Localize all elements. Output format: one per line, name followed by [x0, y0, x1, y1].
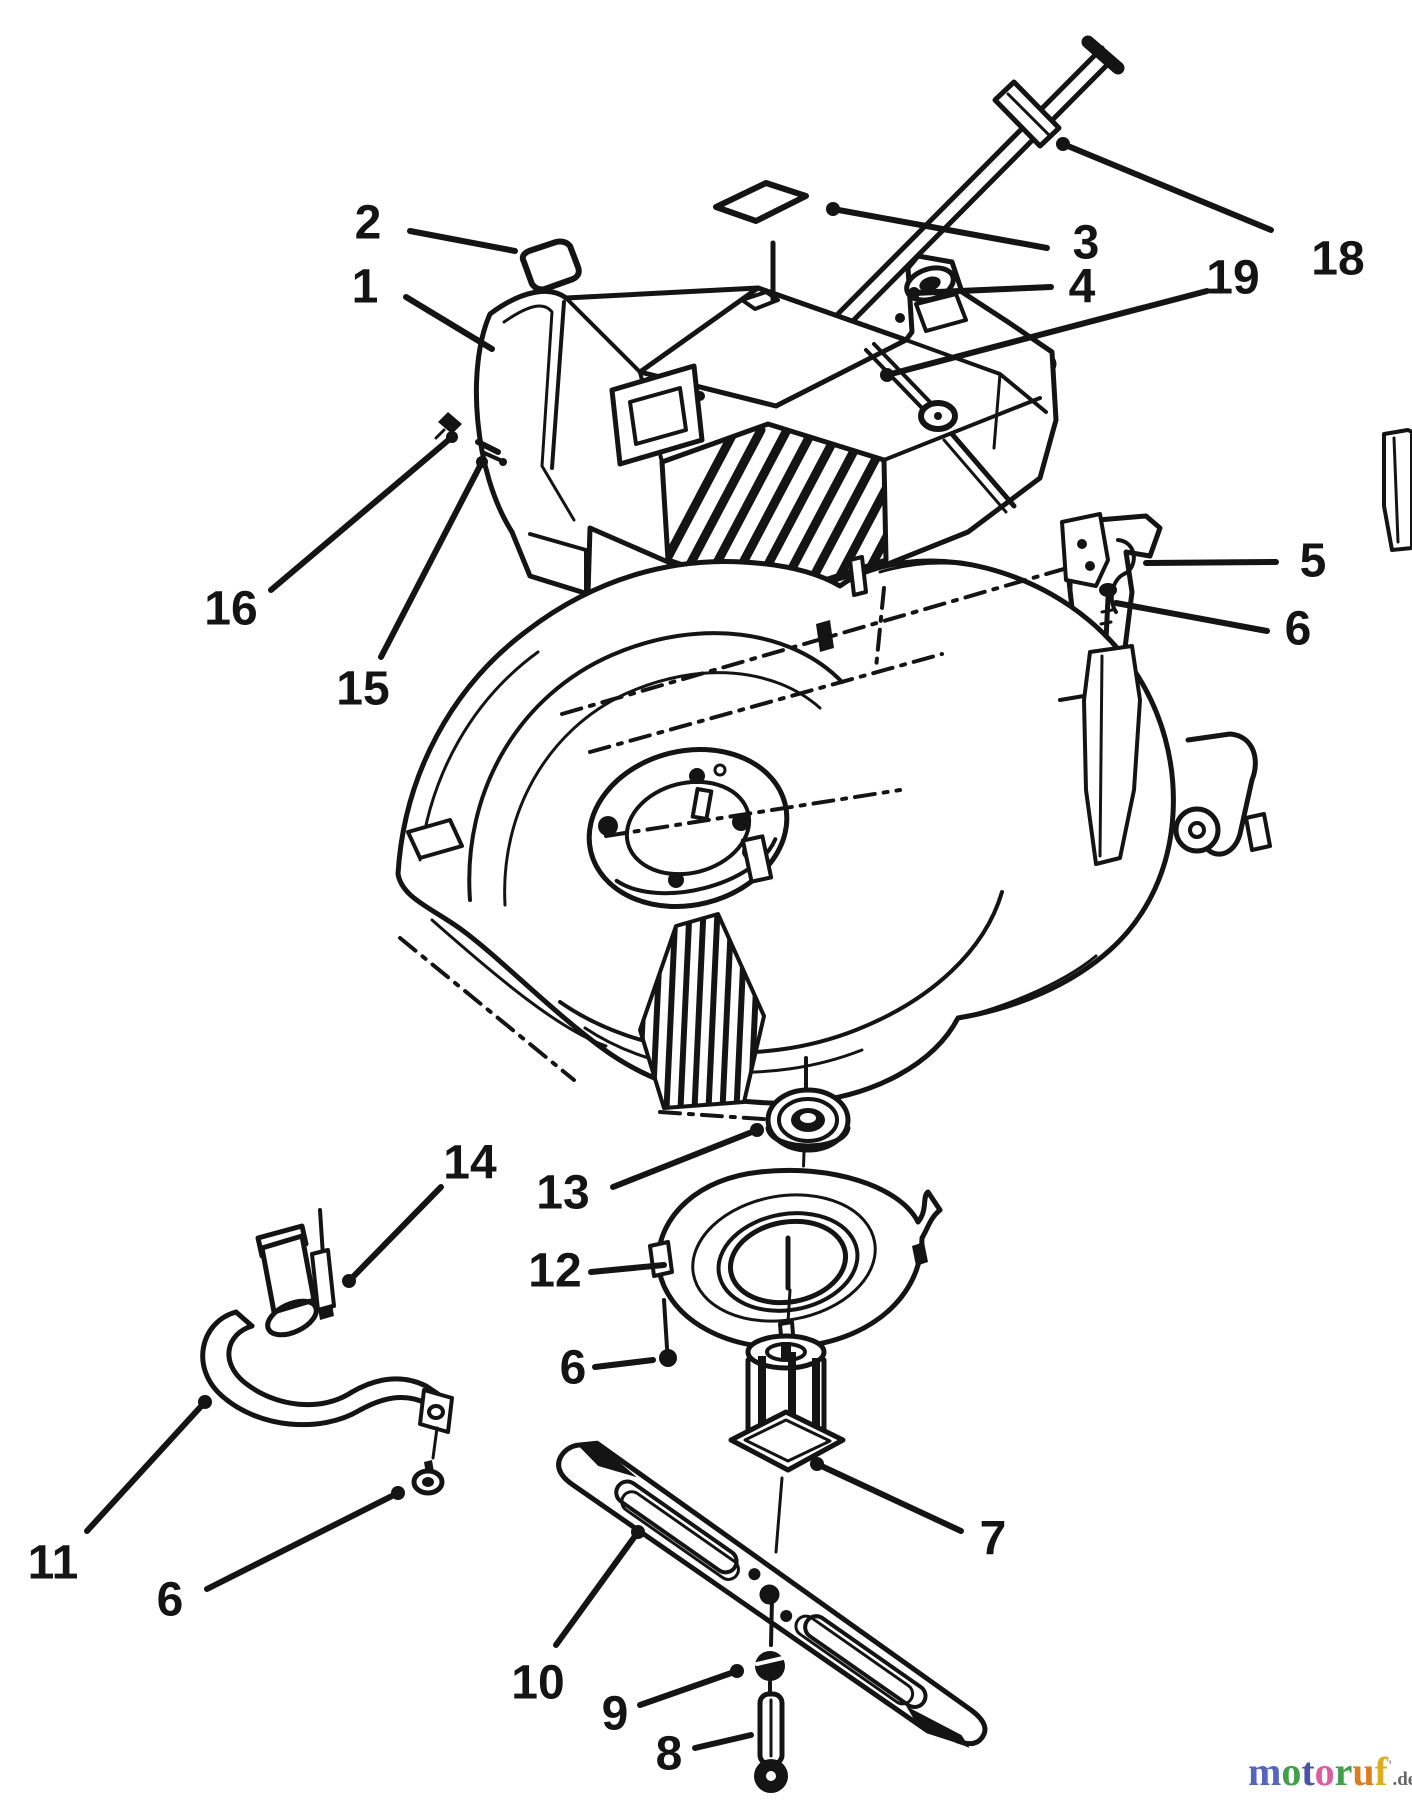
callout-13: 13 — [536, 1167, 589, 1220]
callout-2: 2 — [355, 197, 382, 250]
watermark-tick: ' — [1388, 1758, 1393, 1775]
callout-9: 9 — [602, 1688, 629, 1741]
callout-5: 5 — [1300, 535, 1327, 588]
decal-diamond — [713, 180, 809, 224]
rod-screw — [411, 1460, 445, 1496]
engine-assembly — [434, 240, 1059, 601]
callout-12: 12 — [528, 1245, 581, 1298]
watermark-letter: f — [1374, 1749, 1388, 1794]
mount-washer-15 — [475, 439, 501, 455]
edge-partial-bracket — [1382, 428, 1412, 552]
bearing — [765, 1056, 851, 1242]
tank-cap — [740, 290, 780, 311]
callout-16: 16 — [204, 583, 257, 636]
callout-7: 7 — [980, 1513, 1007, 1566]
callout-6-upper: 6 — [1285, 603, 1312, 656]
watermark-letter: u — [1352, 1749, 1375, 1794]
watermark-suffix: .de — [1392, 1769, 1412, 1790]
blade-center-hole — [759, 1584, 780, 1605]
callout-8: 8 — [656, 1728, 683, 1781]
blade-slot — [614, 1479, 739, 1575]
callout-4: 4 — [1069, 261, 1096, 314]
watermark-logo: motoruf'.de — [1248, 1752, 1412, 1792]
callout-11: 11 — [28, 1537, 79, 1590]
blade-bolt — [754, 1691, 788, 1793]
decal-label — [519, 238, 582, 293]
blade-slot — [803, 1614, 928, 1710]
callout-10: 10 — [511, 1657, 564, 1710]
guide-rod — [200, 1309, 454, 1460]
blade-cutting-edge-right — [906, 1706, 970, 1749]
callout-1: 1 — [352, 261, 379, 314]
shroud-inner-line — [502, 304, 576, 522]
callout-3: 3 — [1073, 217, 1100, 270]
blade — [556, 1440, 988, 1749]
callout-6-lower: 6 — [157, 1574, 184, 1627]
watermark-letter: r — [1334, 1749, 1353, 1794]
plate-screw — [659, 1298, 677, 1367]
watermark-letter: t — [1301, 1749, 1315, 1794]
plate-tab — [648, 1240, 674, 1278]
callout-19: 19 — [1206, 252, 1259, 305]
rod-tab — [418, 1388, 454, 1434]
watermark-letter: o — [1281, 1749, 1302, 1794]
rear-bracket-cluster — [1058, 644, 1272, 866]
bell-washer — [755, 1596, 785, 1696]
callout-14: 14 — [443, 1137, 497, 1190]
mount-screw-16 — [438, 412, 462, 434]
adapter-base — [728, 1409, 846, 1473]
callout-15: 15 — [336, 663, 389, 716]
handle-tip-cap — [1081, 35, 1125, 75]
mower-deck — [395, 512, 1272, 1124]
callout-6-middle: 6 — [560, 1342, 587, 1395]
blade-adapter — [728, 1288, 846, 1554]
blade-cutting-edge-left — [575, 1442, 637, 1478]
drive-plate — [648, 1167, 943, 1356]
callout-18: 18 — [1311, 233, 1364, 286]
watermark-letter: o — [1314, 1749, 1335, 1794]
leader-lines — [84, 137, 1279, 1751]
cable-clamp — [255, 1208, 336, 1338]
watermark-letter: m — [1248, 1749, 1282, 1794]
callout-labels: 1 2 3 4 5 6 15 16 18 19 13 12 6 14 11 6 … — [28, 197, 1365, 1781]
